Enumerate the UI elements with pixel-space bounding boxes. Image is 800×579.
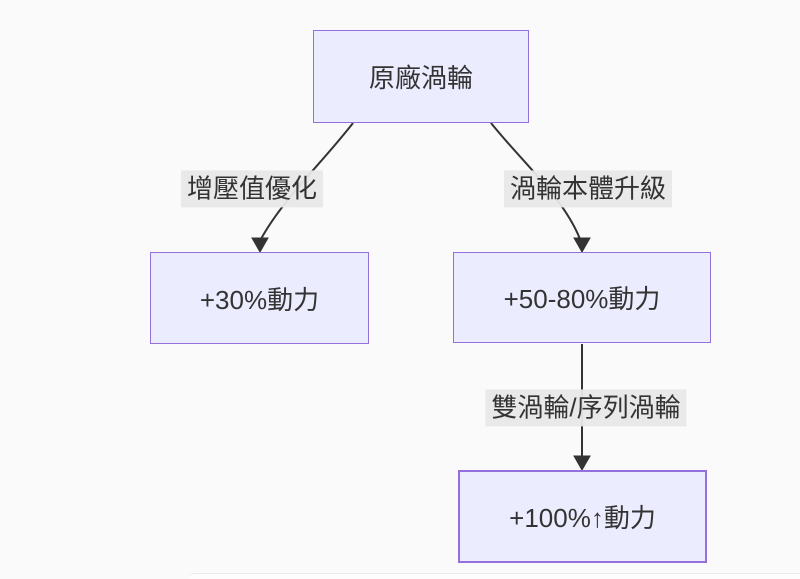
arrowhead-upgrade-to-twin: [573, 455, 591, 472]
node-twin-power-result-label: +100%↑動力: [509, 503, 656, 533]
node-stock-turbo-label: 原廠渦輪: [368, 63, 473, 93]
node-upgrade-power-result-label: +50-80%動力: [503, 284, 661, 314]
arrowhead-stock-to-boost: [251, 237, 269, 254]
node-boost-power-result-label: +30%動力: [199, 284, 320, 315]
node-twin-power-result: +100%↑動力: [458, 470, 707, 563]
node-boost-power-result: +30%動力: [150, 252, 369, 344]
edge-label-turbo-body-upgrade: 渦輪本體升級: [503, 170, 673, 208]
lower-sheet-top-edge: [188, 573, 800, 579]
arrowhead-stock-to-upgrade: [573, 237, 591, 254]
node-upgrade-power-result: +50-80%動力: [453, 252, 711, 343]
node-stock-turbo: 原廠渦輪: [313, 30, 529, 123]
edge-label-boost-optimization: 增壓值優化: [180, 170, 324, 208]
edge-label-twin-sequential-turbo: 雙渦輪/序列渦輪: [485, 389, 687, 427]
